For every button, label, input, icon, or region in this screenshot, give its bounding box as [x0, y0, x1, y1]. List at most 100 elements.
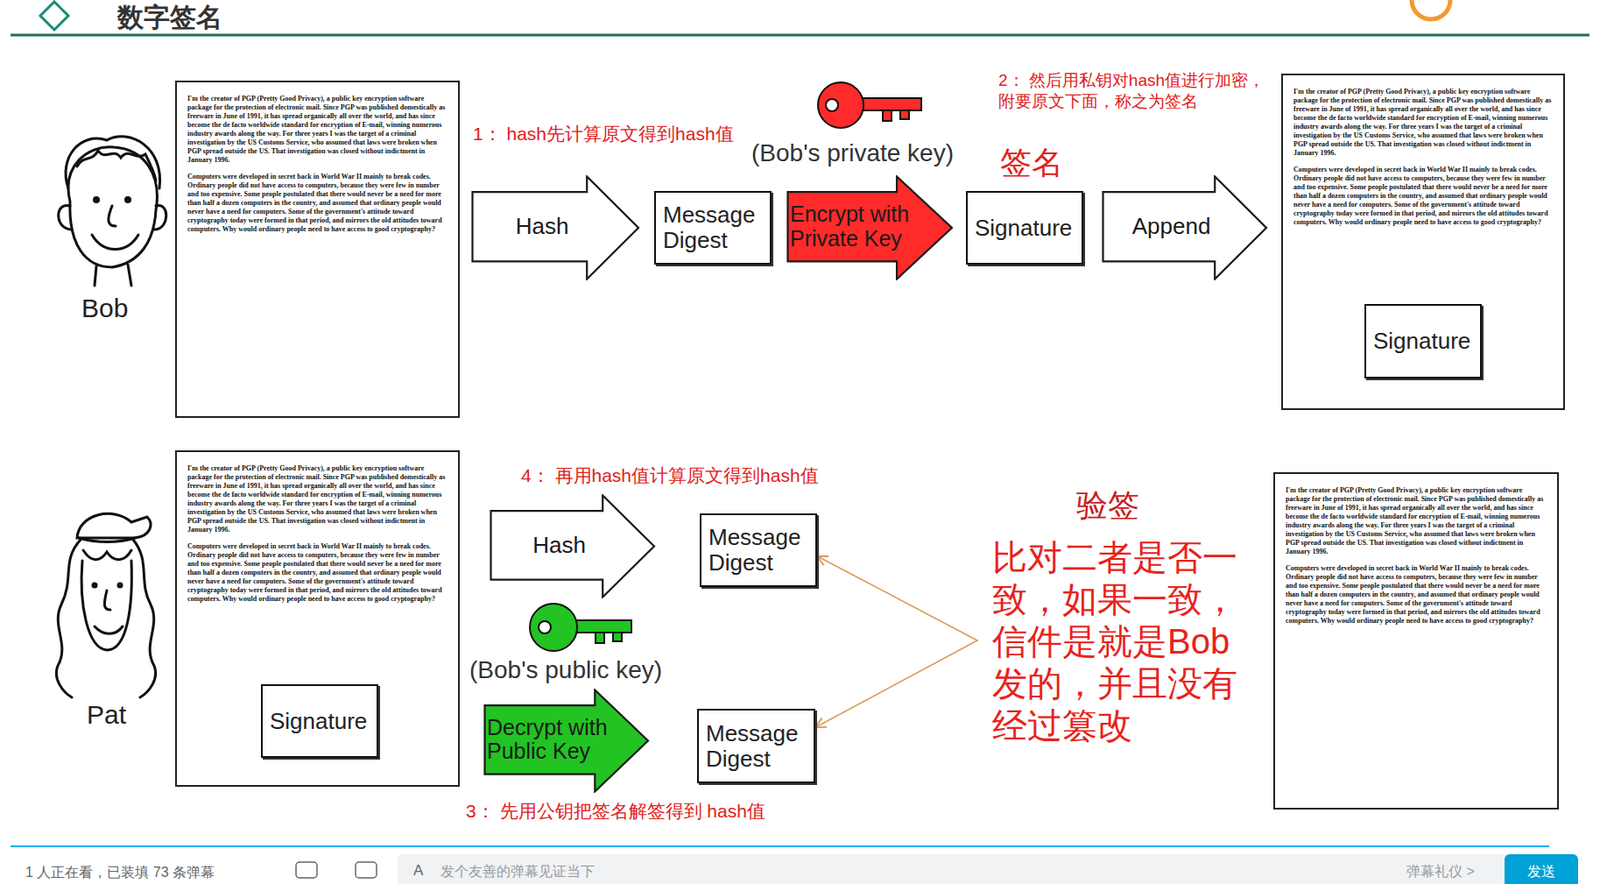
font-icon: A: [413, 861, 423, 880]
arrow-label: Append: [1132, 213, 1212, 240]
head-outline: [68, 147, 157, 268]
viewer-status: 1 人正在看，已装填 73 条弹幕: [25, 863, 215, 881]
box-label: Signature: [269, 708, 367, 734]
key-hole: [825, 98, 839, 112]
letter-paragraph: Computers were developed in secret back …: [1285, 563, 1547, 626]
arrow-label-area: Decrypt with Public Key: [483, 704, 621, 775]
hash-arrow: Hash: [471, 175, 641, 281]
logo-mark: [1411, 0, 1451, 20]
etiquette-link: 弹幕礼仪 >: [1406, 862, 1475, 880]
arrow-label-area: Hash: [471, 191, 614, 261]
box-label: Message Digest: [705, 720, 807, 771]
append-arrow: Append: [1101, 175, 1269, 281]
cap-band: [78, 537, 135, 543]
person-name: Bob: [81, 292, 128, 325]
edge-group: [815, 556, 978, 728]
hair: [65, 136, 161, 189]
logo-diamond: [40, 1, 69, 30]
step-note: 4： 再用hash值计算原文得到hash值: [521, 464, 819, 487]
encrypt-arrow: Encrypt with Private Key: [786, 175, 954, 281]
key-label: (Bob's private key): [751, 138, 954, 169]
section-heading: 签名: [1000, 143, 1064, 182]
send-button: [1504, 853, 1579, 884]
letter-paragraph: I'm the creator of PGP (Pretty Good Priv…: [187, 464, 448, 535]
letter-paragraph: Computers were developed in secret back …: [1293, 165, 1553, 227]
arrow-outline: [788, 176, 953, 280]
header-rule: [10, 34, 1590, 37]
person-name: Pat: [86, 698, 127, 731]
signed-letter: I'm the creator of PGP (Pretty Good Priv…: [1281, 73, 1565, 410]
letter-document: I'm the creator of PGP (Pretty Good Priv…: [175, 80, 460, 418]
face-outline: [81, 560, 132, 650]
arrow-outline: [472, 176, 640, 280]
step-note: 2： 然后用私钥对hash值进行加密，附要原文下面，称之为签名: [998, 70, 1275, 113]
key-tooth: [900, 110, 910, 120]
letter-paragraph: Computers were developed in secret back …: [187, 542, 448, 604]
step-note: 1： hash先计算原文得到hash值: [472, 122, 734, 145]
section-heading: 验签: [1076, 486, 1140, 524]
ear: [58, 204, 72, 230]
arrow-label: Encrypt with Private Key: [789, 202, 920, 251]
key-shaft: [859, 98, 922, 111]
signature-box: Signature: [965, 190, 1084, 265]
key-tooth: [882, 110, 892, 121]
danmaku-icon: [355, 861, 377, 878]
arrow-label-area: Append: [1101, 191, 1241, 261]
message-digest-box: Message Digest: [699, 513, 818, 587]
key-tooth: [613, 632, 622, 642]
mouth: [91, 234, 139, 250]
key-label: (Bob's public key): [469, 656, 663, 684]
verify-note: 比对二者是否一致，如果一致，信件是就是Bob发的，并且没有经过篡改: [992, 535, 1248, 747]
arrow-label-area: Hash: [489, 510, 629, 580]
eye: [124, 196, 132, 204]
box-label: Message Digest: [662, 202, 763, 253]
input-placeholder: 发个友善的弹幕见证当下: [440, 862, 595, 880]
key-hole: [538, 620, 551, 634]
box-label: Signature: [1373, 328, 1471, 354]
decrypt-arrow: Decrypt with Public Key: [483, 688, 650, 793]
bangs: [83, 549, 132, 560]
arrow-label: Decrypt with Public Key: [486, 715, 618, 764]
arrow-label-area: Encrypt with Private Key: [786, 191, 924, 261]
nose: [104, 590, 111, 610]
public-key-icon: [529, 603, 632, 651]
key-shaft: [573, 620, 632, 633]
arrow-label: Hash: [515, 213, 570, 240]
ear: [154, 204, 167, 230]
arrow-outline: [485, 690, 649, 792]
cap: [77, 513, 151, 538]
letter-paragraph: I'm the creator of PGP (Pretty Good Priv…: [187, 94, 448, 165]
message-digest-box: Message Digest: [697, 708, 816, 783]
key-bow: [529, 603, 578, 651]
mouth: [94, 626, 123, 634]
letter-paragraph: Computers were developed in secret back …: [187, 172, 448, 234]
key-tooth: [595, 632, 605, 643]
private-key-icon: [817, 82, 922, 128]
hash-arrow: Hash: [489, 493, 656, 599]
original-letter: I'm the creator of PGP (Pretty Good Priv…: [1273, 472, 1559, 810]
signature-box: Signature: [260, 683, 379, 758]
message-digest-box: Message Digest: [654, 190, 772, 265]
danmaku-icon: [296, 861, 318, 878]
eye: [91, 582, 99, 589]
box-label: Message Digest: [708, 524, 809, 575]
eye: [92, 196, 100, 204]
letter-paragraph: I'm the creator of PGP (Pretty Good Priv…: [1293, 87, 1553, 158]
compare-connector: [815, 556, 978, 728]
received-letter: I'm the creator of PGP (Pretty Good Priv…: [175, 450, 460, 787]
input-field: [397, 853, 1510, 884]
nose: [108, 205, 116, 226]
eye: [117, 582, 124, 589]
arrow-outline: [491, 495, 656, 598]
bar-rule: [10, 845, 1550, 847]
letter-paragraph: I'm the creator of PGP (Pretty Good Priv…: [1285, 486, 1547, 557]
hair: [56, 539, 81, 698]
step-note: 3： 先用公钥把签名解签得到 hash值: [465, 799, 766, 822]
box-label: Signature: [974, 215, 1072, 241]
key-bow: [817, 82, 864, 128]
arrow-label: Hash: [532, 532, 586, 558]
hair: [133, 539, 156, 698]
neck: [94, 264, 132, 286]
hair: [77, 150, 156, 181]
